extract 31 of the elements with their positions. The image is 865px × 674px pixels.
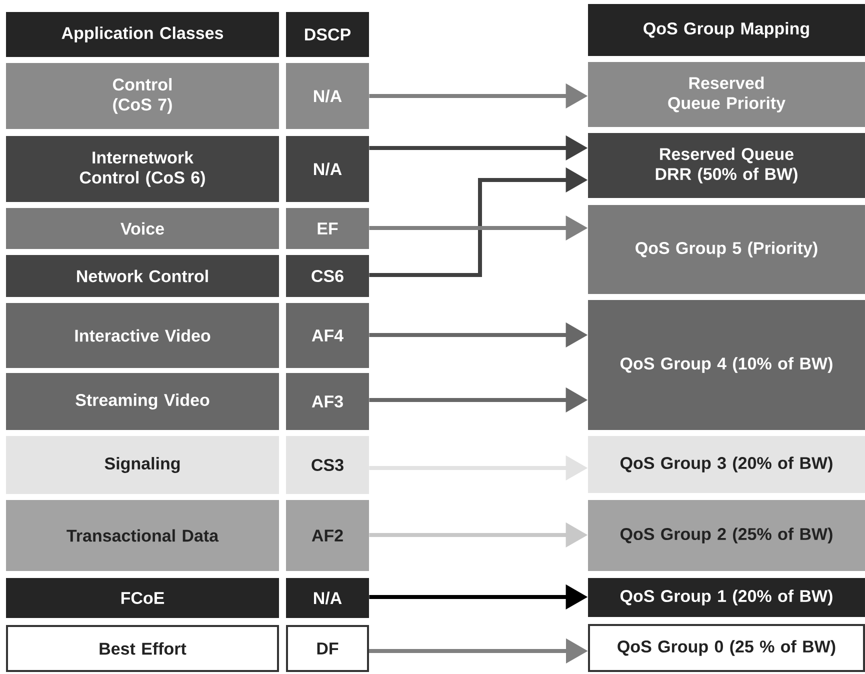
queue-box: QoS Group 5 (Priority) [588,205,865,294]
dscp-box: N/A [286,136,369,202]
dscp-box: AF3 [286,373,369,430]
class-box: Transactional Data [6,500,279,571]
class-box: Interactive Video [6,303,279,368]
dscp-box: CS6 [286,255,369,297]
queue-box: QoS Group 4 (10% of BW) [588,300,865,430]
class-box: Internetwork Control (CoS 6) [6,136,279,202]
queue-box: QoS Group 2 (25% of BW) [588,500,865,571]
class-box: Voice [6,208,279,249]
class-box: Streaming Video [6,373,279,430]
dscp-box: N/A [286,578,369,618]
header-cell: Application Classes [6,12,279,57]
dscp-box: AF2 [286,500,369,571]
dscp-box: N/A [286,63,369,129]
header-cell: QoS Group Mapping [588,4,865,56]
class-box: Best Effort [6,625,279,672]
class-box: Network Control [6,255,279,297]
queue-box: QoS Group 0 (25 % of BW) [588,624,865,672]
queue-box: Reserved Queue Priority [588,62,865,127]
class-box: FCoE [6,578,279,618]
class-box: Signaling [6,436,279,494]
dscp-box: DF [286,625,369,672]
header-cell: DSCP [286,12,369,57]
queue-box: QoS Group 3 (20% of BW) [588,436,865,493]
queue-box: QoS Group 1 (20% of BW) [588,578,865,617]
dscp-box: EF [286,208,369,249]
class-box: Control (CoS 7) [6,63,279,129]
dscp-box: AF4 [286,303,369,368]
queue-box: Reserved Queue DRR (50% of BW) [588,133,865,198]
dscp-box: CS3 [286,436,369,494]
